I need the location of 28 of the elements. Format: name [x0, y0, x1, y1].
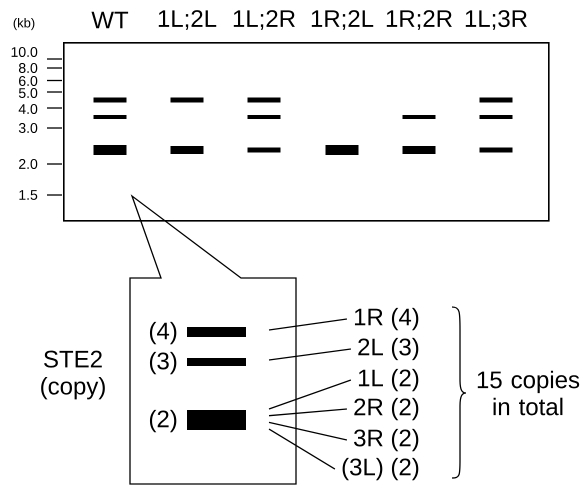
total-note: 15 copies in total: [478, 370, 580, 416]
axis-label: STE2 (copy): [41, 350, 105, 400]
tick-label: 4.0: [18, 104, 38, 114]
tick-label: 8.0: [18, 63, 38, 73]
copy-label: 3R (2): [354, 428, 418, 452]
callout-box: [129, 194, 297, 485]
leader-line: [268, 379, 352, 410]
leader-line: [268, 422, 348, 441]
leader-line: [268, 408, 347, 416]
copy-label: 1R (4): [354, 308, 418, 330]
tick-label: 2.0: [19, 159, 38, 169]
gel-box: [63, 42, 550, 222]
leader-line: [268, 318, 348, 331]
leader-line: [268, 348, 351, 361]
copy-number: (4): [150, 322, 176, 344]
unit-label: (kb): [14, 18, 34, 30]
copy-label: 2R (2): [354, 398, 418, 420]
leader-line: [268, 428, 336, 470]
tick-label: 1.5: [19, 190, 38, 200]
tick-label: 5.0: [18, 88, 38, 98]
tick-label: 6.0: [19, 76, 38, 86]
tick-label: 10.0: [12, 47, 38, 57]
tick-label: 3.0: [18, 123, 38, 133]
copy-number: (2): [150, 410, 176, 432]
copy-label: 1L (2): [358, 368, 418, 392]
copy-number: (3): [150, 352, 176, 374]
copy-label: 2L (3): [358, 338, 418, 360]
copy-label: (3L) (2): [342, 458, 418, 480]
